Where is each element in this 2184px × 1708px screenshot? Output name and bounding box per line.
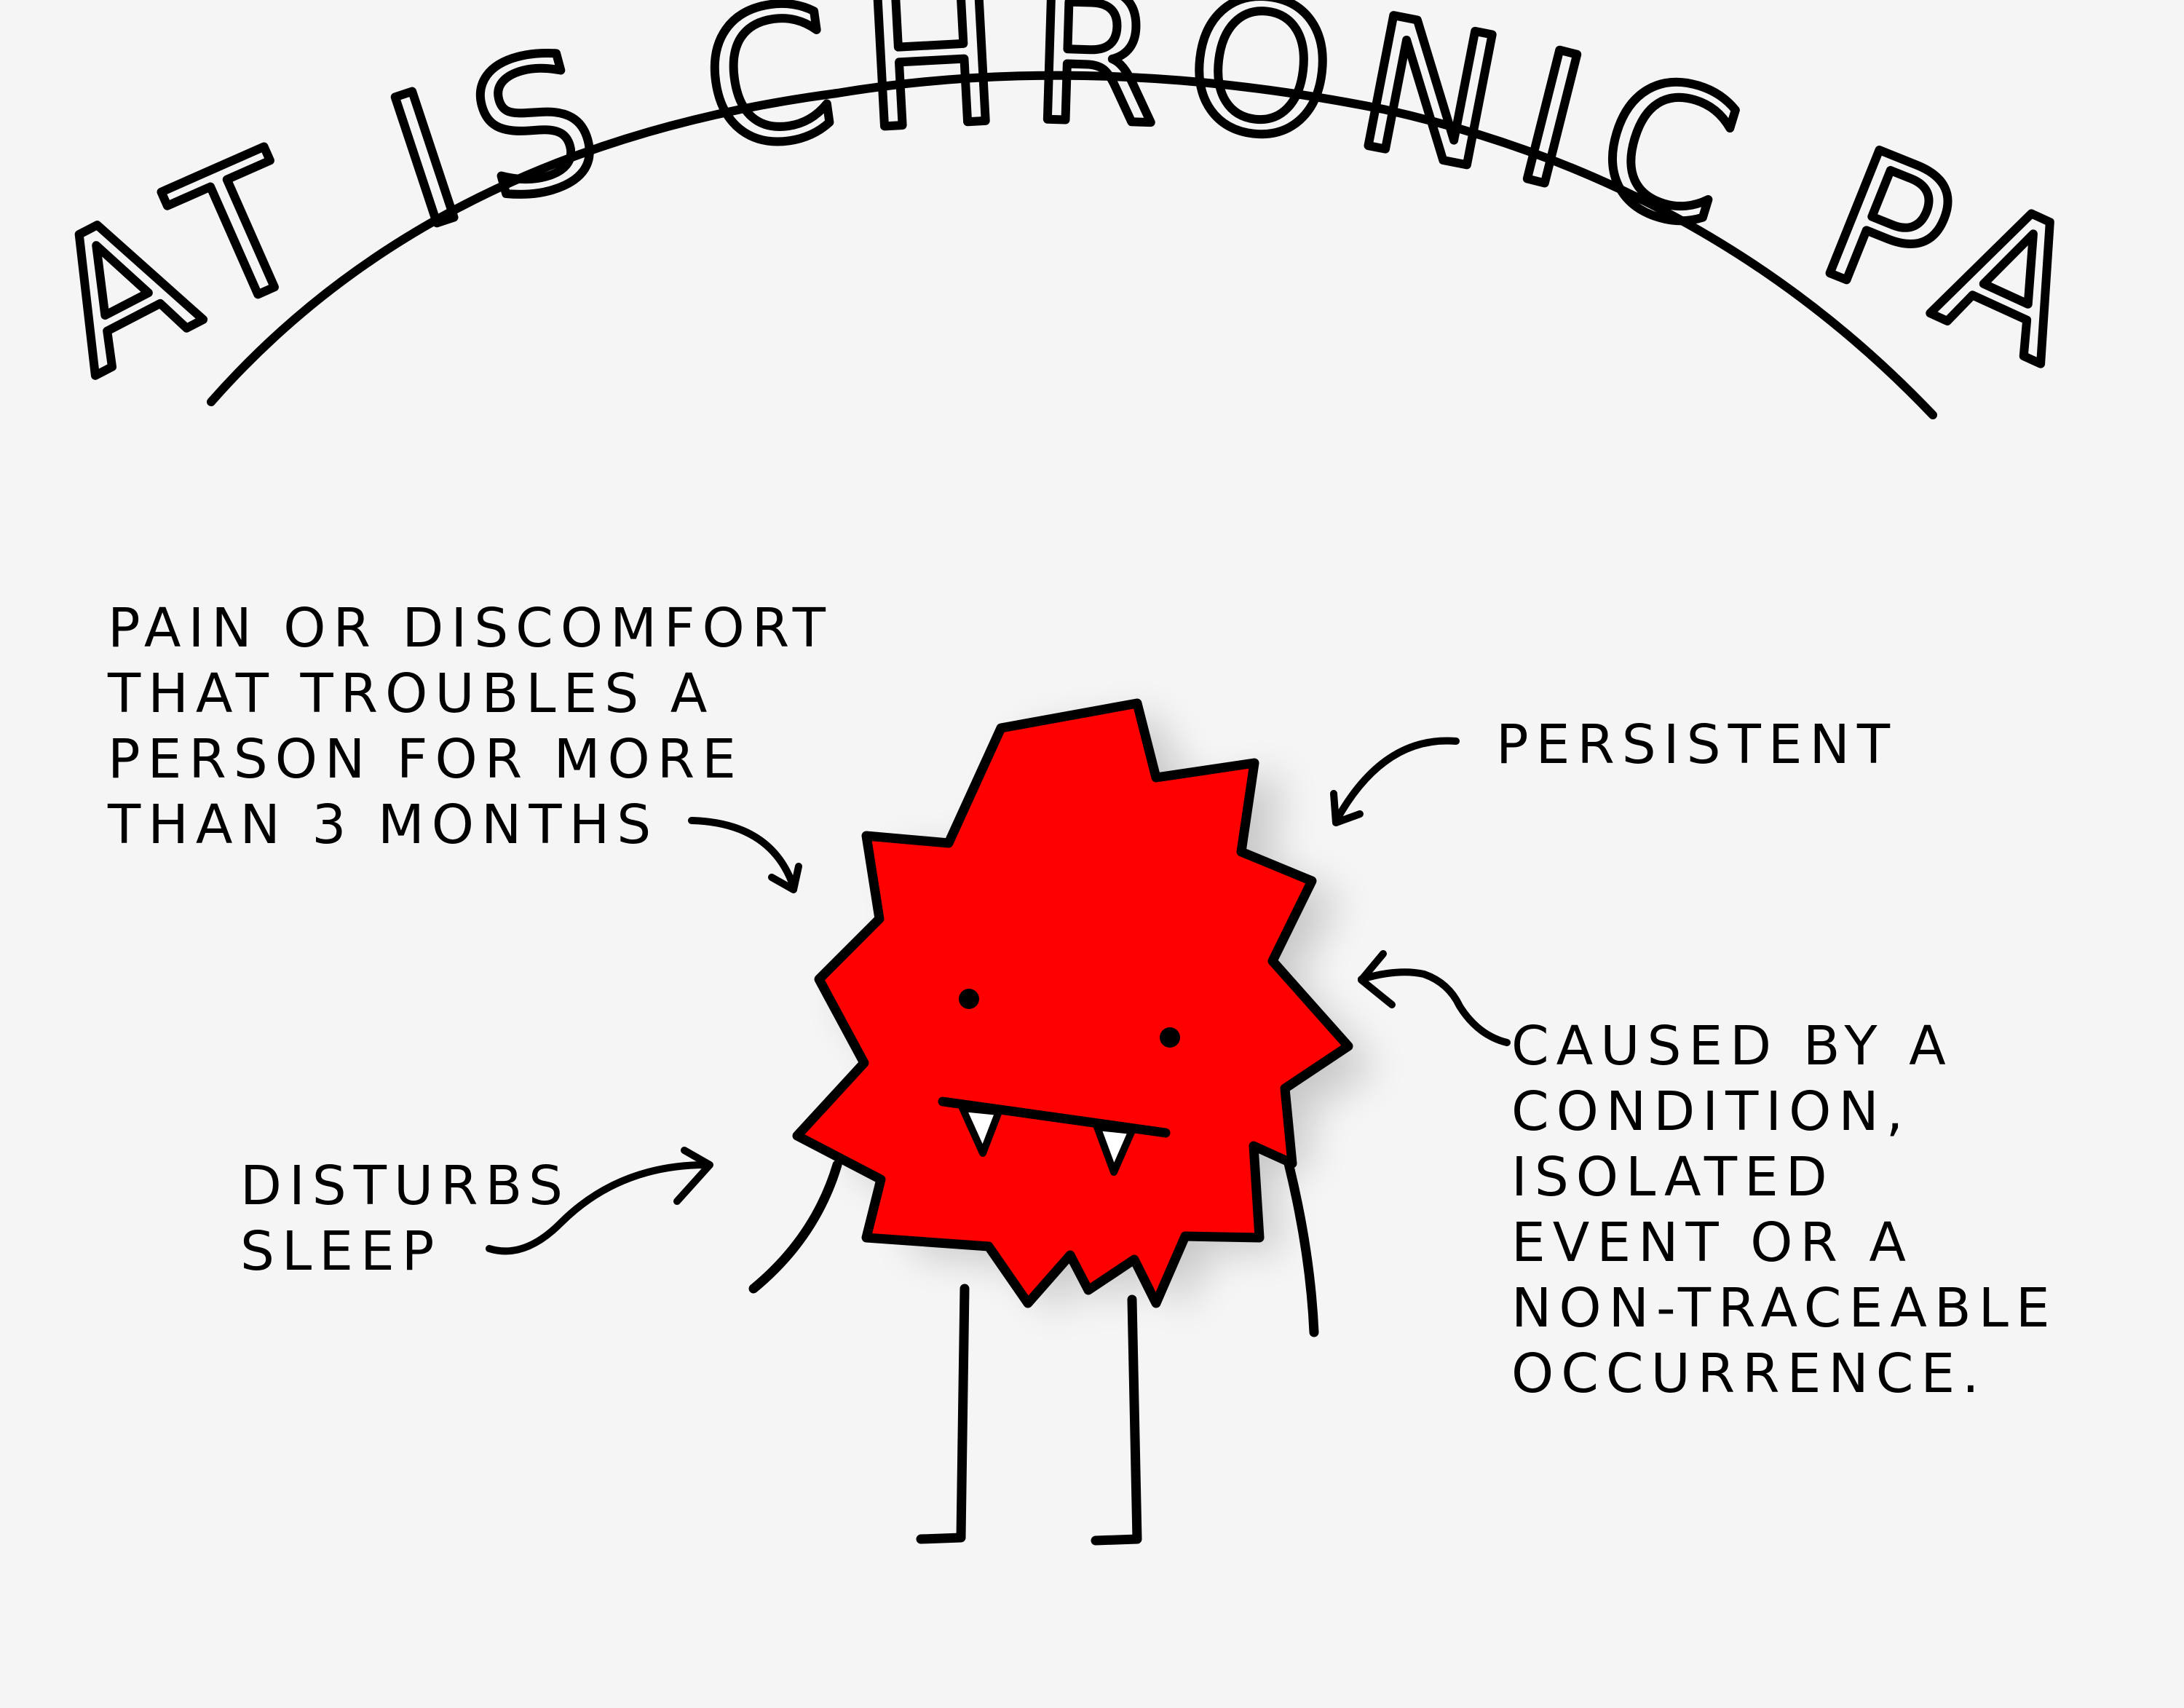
cause-note-line: CONDITION, <box>1511 1080 1911 1143</box>
duration-note-line: THAT TROUBLES A <box>108 663 715 725</box>
duration-arrow-head <box>768 863 802 893</box>
cause-arrow-head <box>1358 950 1396 1008</box>
duration-note-line: THAN 3 MONTHS <box>108 794 659 856</box>
sleep-arrow <box>486 1161 710 1255</box>
sleep-note-line: SLEEP <box>240 1220 442 1283</box>
monster-body <box>792 698 1353 1308</box>
sleep-note: DISTURBS SLEEP <box>240 1153 570 1284</box>
monster-left-arm <box>748 1160 842 1294</box>
cause-note: CAUSED BY A CONDITION, ISOLATED EVENT OR… <box>1511 1013 2057 1407</box>
monster-left-leg <box>916 1284 970 1544</box>
cause-note-line: CAUSED BY A <box>1511 1015 1953 1078</box>
page-title: WHAT IS CHRONIC PAIN? <box>0 0 2136 414</box>
cause-note-line: EVENT OR A <box>1511 1211 1914 1274</box>
page-title-text: WHAT IS CHRONIC PAIN? <box>0 0 2114 419</box>
cause-note-line: NON-TRACEABLE <box>1511 1277 2057 1340</box>
duration-note-line: PAIN OR DISCOMFORT <box>108 597 833 660</box>
cause-note-line: ISOLATED <box>1511 1146 1835 1209</box>
monster-left-fang <box>959 1104 1002 1157</box>
persistent-note: PERSISTENT <box>1496 712 1897 778</box>
duration-note: PAIN OR DISCOMFORT THAT TROUBLES A PERSO… <box>108 596 833 858</box>
monster-right-eye <box>1160 1027 1180 1048</box>
monster-right-arm <box>1283 1158 1319 1337</box>
sleep-note-line: DISTURBS <box>240 1155 570 1217</box>
cause-arrow <box>1358 968 1511 1046</box>
persistent-arrow <box>1332 737 1460 825</box>
persistent-arrow-head <box>1330 790 1364 826</box>
sleep-arrow-head <box>673 1147 713 1205</box>
monster-right-leg <box>1091 1294 1142 1546</box>
persistent-note-line: PERSISTENT <box>1496 713 1898 776</box>
cause-note-line: OCCURRENCE. <box>1511 1343 1987 1405</box>
duration-arrow <box>688 817 797 890</box>
title-underline-arc <box>207 71 1937 419</box>
duration-note-line: PERSON FOR MORE <box>108 728 743 791</box>
monster-left-eye <box>959 989 979 1009</box>
monster-right-fang <box>1093 1123 1136 1176</box>
